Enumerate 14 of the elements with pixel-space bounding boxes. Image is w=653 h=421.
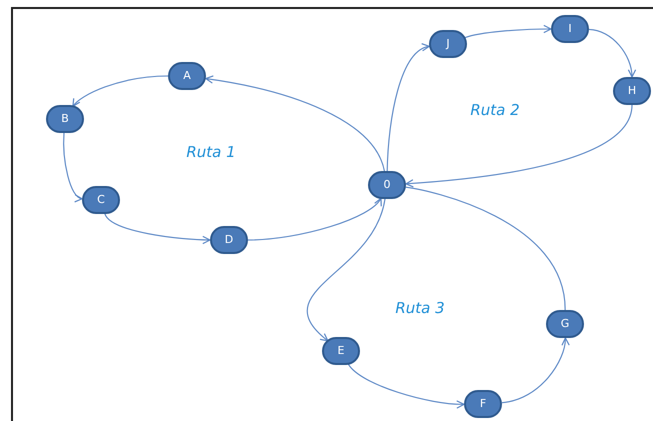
arrow	[588, 28, 636, 78]
route-label: Ruta 3	[395, 298, 445, 319]
route-label: Ruta 1	[186, 142, 236, 163]
arrow	[405, 104, 633, 188]
arrow	[104, 213, 211, 244]
route-label: Ruta 2	[470, 100, 520, 121]
arrow	[205, 76, 385, 172]
arrow	[307, 198, 386, 342]
arrow	[348, 364, 465, 408]
arrow	[63, 132, 83, 201]
arrow	[386, 44, 430, 172]
arrow	[248, 198, 382, 241]
arrow	[502, 337, 570, 404]
arrow	[72, 75, 168, 107]
